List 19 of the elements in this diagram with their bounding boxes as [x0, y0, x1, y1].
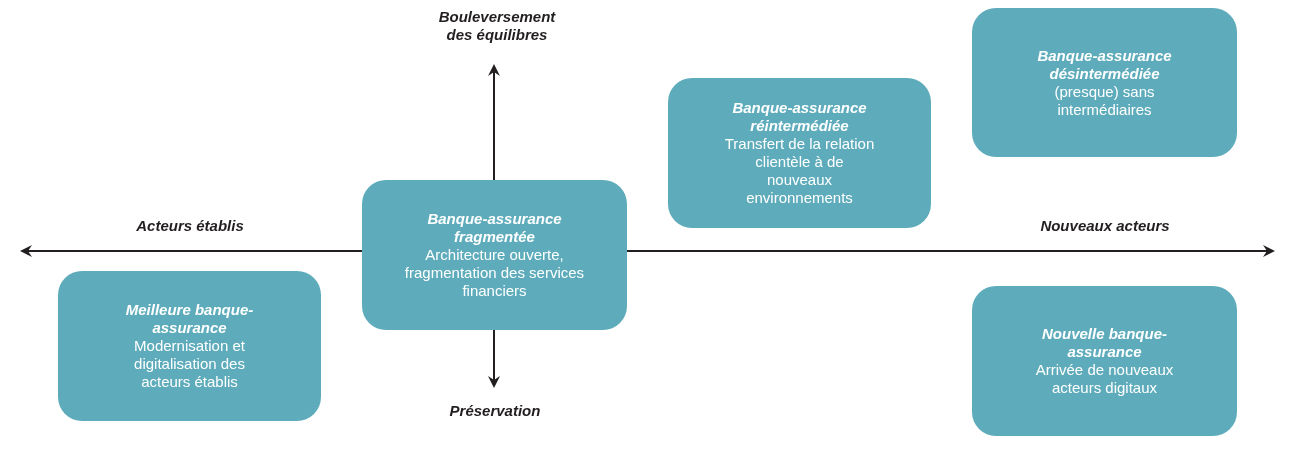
box-description: Arrivée de nouveaux acteurs digitaux — [1034, 361, 1175, 397]
scenario-box — [972, 8, 1237, 157]
box-heading: Meilleure banque-assurance — [124, 301, 255, 337]
scenario-box — [362, 180, 627, 330]
scenario-box — [58, 271, 321, 421]
axis-label: Préservation — [448, 402, 542, 420]
axis-label: Acteurs établis — [135, 217, 245, 235]
box-heading: Nouvelle banque-assurance — [1041, 325, 1168, 361]
axis-label: Bouleversement des équilibres — [437, 8, 557, 44]
axis-label: Nouveaux acteurs — [1039, 217, 1171, 235]
box-description: Architecture ouverte, fragmentation des services financiers — [403, 246, 586, 300]
box-heading: Banque-assurance fragmentée — [426, 210, 563, 246]
box-description: (presque) sans intermédiaires — [1053, 82, 1156, 119]
scenario-box — [668, 78, 931, 228]
box-heading: Banque-assurance désintermédiée — [1036, 46, 1173, 83]
box-description: Modernisation et digitalisation des acteurs établis — [133, 337, 246, 391]
scenario-box — [972, 286, 1237, 436]
box-heading: Banque-assurance réintermédiée — [731, 99, 868, 135]
box-description: Transfert de la relation clientèle à de nouveaux environnements — [724, 135, 875, 207]
